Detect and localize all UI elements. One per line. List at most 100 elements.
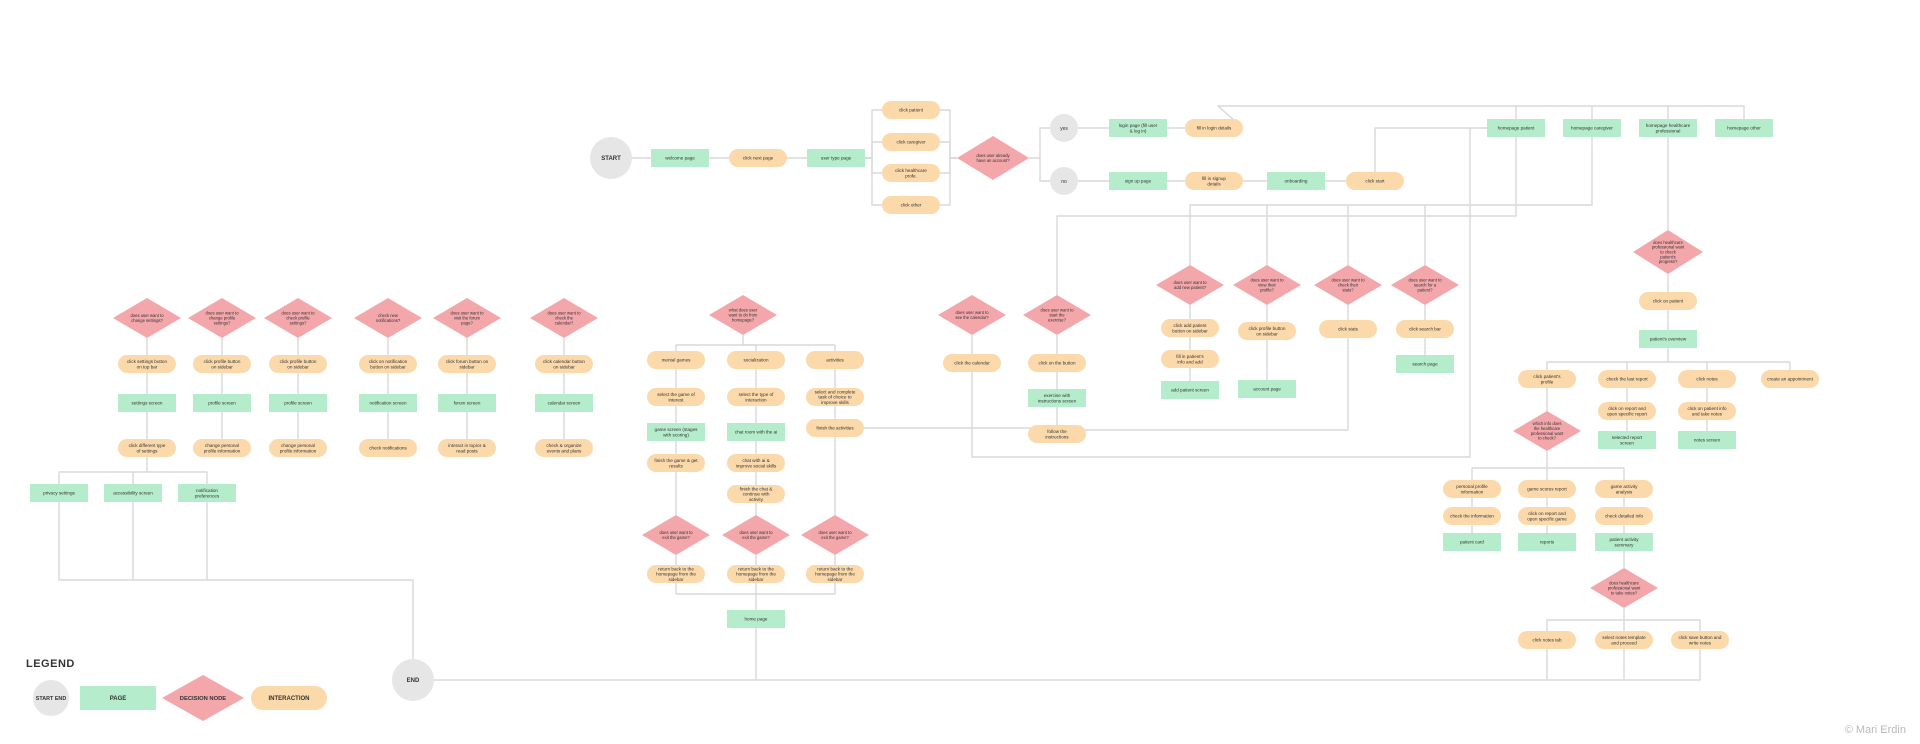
node-label: click notes tab [1532,638,1562,643]
connector [1029,127,1050,159]
node-caregiver: click caregiver [882,133,940,151]
page-shape [30,484,88,502]
node-c-a4: click search bar [1396,320,1454,338]
node-label: sign up page [1125,179,1152,184]
node-label: click other [901,203,922,208]
node-s5-p: forum screen [438,394,496,412]
node-c-a3: click stats [1319,320,1377,338]
connector [675,335,744,351]
connector [1471,451,1548,480]
node-label: patient's overview [1650,337,1687,342]
interaction-shape [1396,320,1454,338]
connector [1547,467,1625,480]
connector-lines [58,105,1791,681]
legend-interaction-shape [251,686,327,710]
legend-terminal-label: START END [36,696,67,702]
node-c-p1: add patient screen [1161,381,1219,399]
node-label: privacy settings [43,491,75,496]
decision-shape [113,298,181,338]
node-label: patient card [1460,540,1484,545]
node-label: fill in login details [1197,126,1232,131]
interaction-shape [359,355,417,373]
connector [1546,608,1625,631]
interaction-shape [1028,354,1086,372]
node-fill-login: fill in login details [1185,119,1243,137]
interaction-shape [647,454,705,472]
node-r-c2: game scores report [1518,480,1576,498]
interaction-shape [1028,425,1086,443]
interaction-shape [882,196,940,214]
interaction-shape [438,439,496,457]
node-no: no [1050,167,1078,195]
connector [940,141,957,159]
terminal-shape [1050,167,1078,195]
interaction-shape [1443,480,1501,498]
node-label: click notes [1696,377,1718,382]
decision-shape [1233,265,1301,305]
page-shape [1109,172,1167,190]
interaction-shape [1678,370,1736,388]
interaction-shape [269,439,327,457]
node-homepage: home page [727,610,785,628]
interaction-shape [1595,631,1653,649]
legend-interaction-label: INTERACTION [269,696,310,702]
node-label: check the information [1450,514,1494,519]
node-label: click search bar [1409,327,1441,332]
interaction-shape [438,355,496,373]
node-label: click the calendar [954,361,990,366]
node-label: socialization [743,358,768,363]
page-shape [1595,533,1653,551]
connector [865,157,882,206]
node-hp-other: homepage other [1715,119,1773,137]
connector [743,344,836,351]
interaction-shape [1518,480,1576,498]
connector [147,471,208,484]
page-shape [535,394,593,412]
interaction-shape [1238,322,1296,340]
connector [1056,137,1517,295]
node-label: click patient [899,108,924,113]
node-r-c1p: patient card [1443,533,1501,551]
node-access: accessibility screen [104,484,162,502]
decision-shape [1156,265,1224,305]
connector [743,344,757,351]
decision-shape [433,298,501,338]
node-label: check notifications [369,446,407,451]
node-patient: click patient [882,101,940,119]
node-label: notes screen [1694,438,1721,443]
node-label: interact in topics &read posts [448,443,486,453]
connector [940,157,957,174]
page-shape [1443,533,1501,551]
connector [1624,619,1701,631]
connector [58,502,414,659]
